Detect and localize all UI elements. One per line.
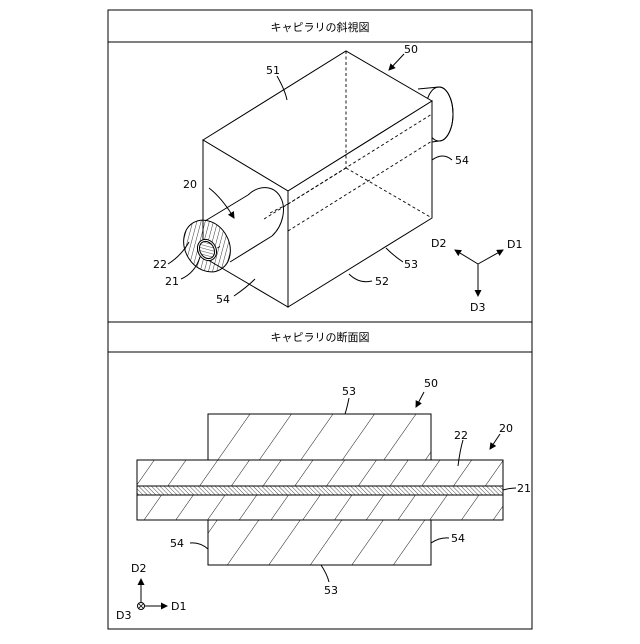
label-22: 22 [153, 258, 167, 271]
leader-54-left [190, 543, 208, 549]
label-54-left: 54 [170, 537, 184, 550]
sheath-lower [137, 495, 503, 520]
cross-section-panel: キャピラリの断面図 53 50 22 20 21 54 54 53 [108, 322, 532, 622]
leader-54-right-cs [431, 538, 449, 543]
leader-53-right [386, 248, 403, 262]
label-53-bottom: 53 [324, 584, 338, 597]
block-upper [208, 414, 431, 460]
block-lower [208, 520, 431, 565]
core-layer [137, 486, 503, 495]
axis-label-d2: D2 [431, 237, 446, 250]
label-21: 21 [165, 275, 179, 288]
label-54-right-cs: 54 [451, 532, 465, 545]
label-53-top: 53 [342, 385, 356, 398]
leader-52 [349, 274, 372, 282]
label-51: 51 [266, 64, 280, 77]
leader-54-right [432, 156, 452, 160]
label-50: 50 [404, 43, 418, 56]
label-20-cs: 20 [499, 422, 513, 435]
leader-20-cs [490, 434, 500, 449]
label-21-cs: 21 [517, 482, 531, 495]
leader-21-cs [503, 488, 516, 490]
leader-50 [389, 54, 404, 70]
axis-label-d1-cs: D1 [171, 600, 186, 613]
leader-53-top [345, 398, 349, 414]
leader-53-bottom [321, 565, 329, 582]
label-20: 20 [183, 178, 197, 191]
axis-label-d3: D3 [470, 301, 485, 314]
axis-indicator-cross-section: D2 D1 D3 [116, 562, 186, 622]
label-52: 52 [375, 275, 389, 288]
label-54-front: 54 [216, 293, 230, 306]
perspective-panel: キャピラリの斜視図 [108, 20, 532, 314]
axis-label-d2-cs: D2 [131, 562, 146, 575]
perspective-title: キャピラリの斜視図 [271, 20, 370, 34]
label-22-cs: 22 [454, 429, 468, 442]
leader-50-cs [416, 392, 424, 407]
axis-label-d1: D1 [507, 238, 522, 251]
axis-indicator-perspective: D1 D2 D3 [431, 237, 522, 314]
sheath-upper [137, 460, 503, 486]
label-50-cs: 50 [424, 377, 438, 390]
axis-label-d3-cs: D3 [116, 609, 131, 622]
label-54-right: 54 [455, 154, 469, 167]
cross-section-title: キャピラリの断面図 [271, 330, 370, 344]
label-53: 53 [404, 258, 418, 271]
